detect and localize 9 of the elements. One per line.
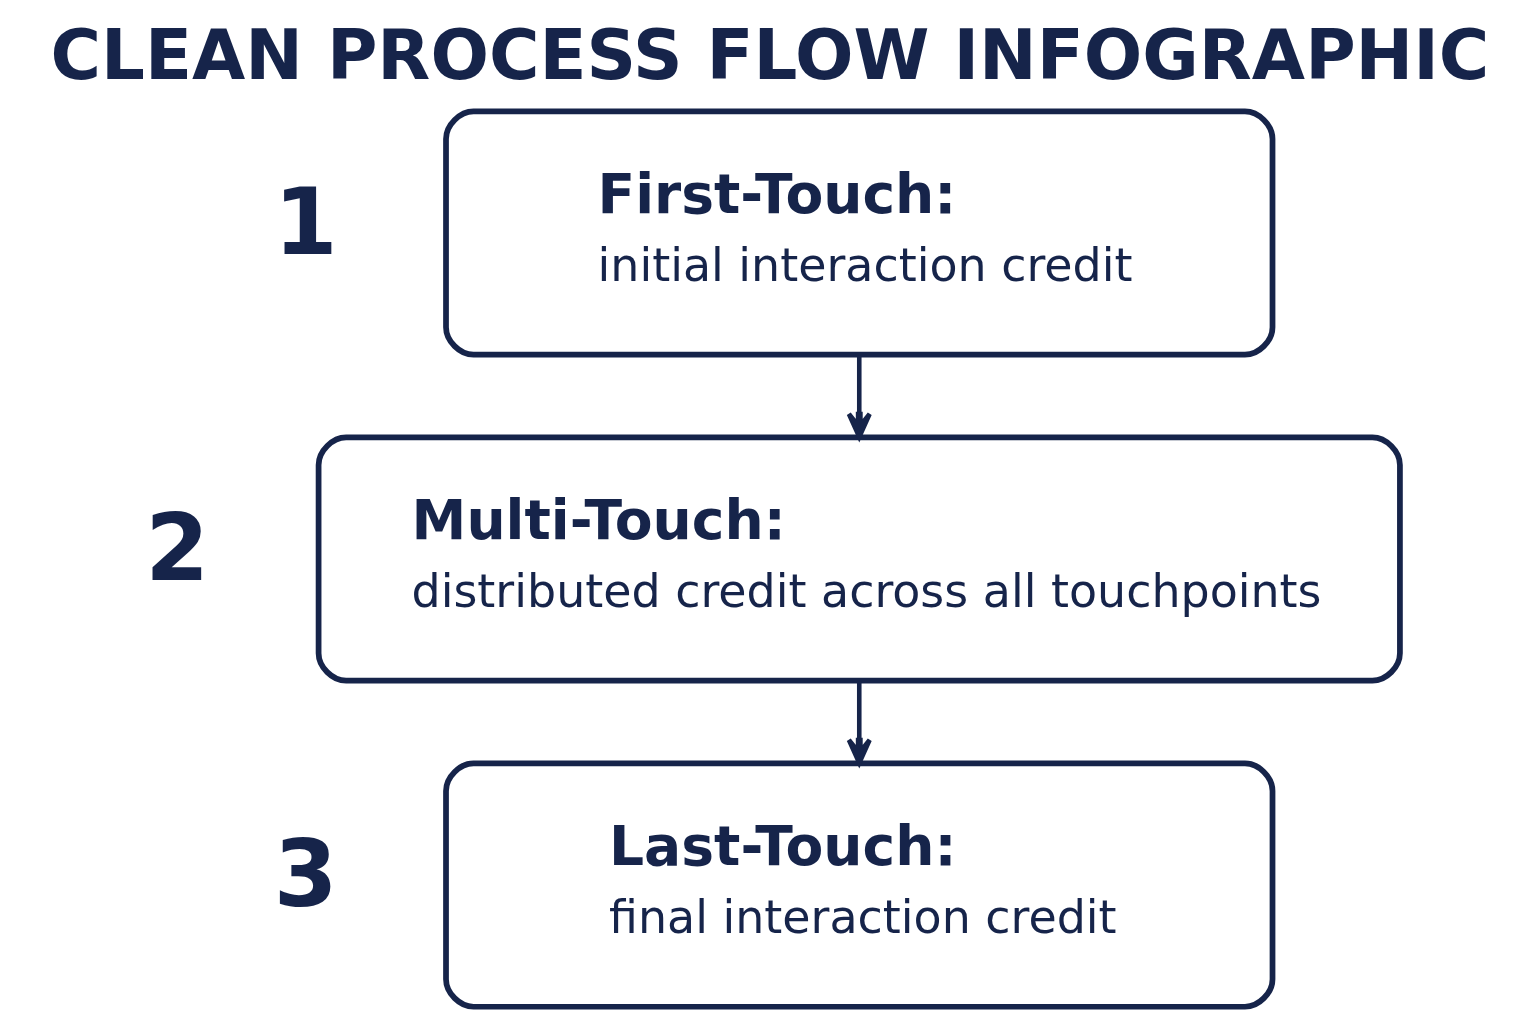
- arrow: [846, 355, 872, 440]
- node-box: Multi-Touch: distributed credit across all touchpoints: [315, 434, 1403, 684]
- node-label: 3: [273, 820, 338, 928]
- arrow: [846, 681, 872, 766]
- node-box: First-Touch: initial interaction credit: [443, 108, 1276, 358]
- diagram-title: CLEAN PROCESS FLOW INFOGRAPHIC: [50, 15, 1490, 96]
- node-box: Last-Touch: final interaction credit: [443, 760, 1276, 1010]
- node-label: 1: [273, 168, 338, 276]
- node-label: 2: [145, 494, 210, 602]
